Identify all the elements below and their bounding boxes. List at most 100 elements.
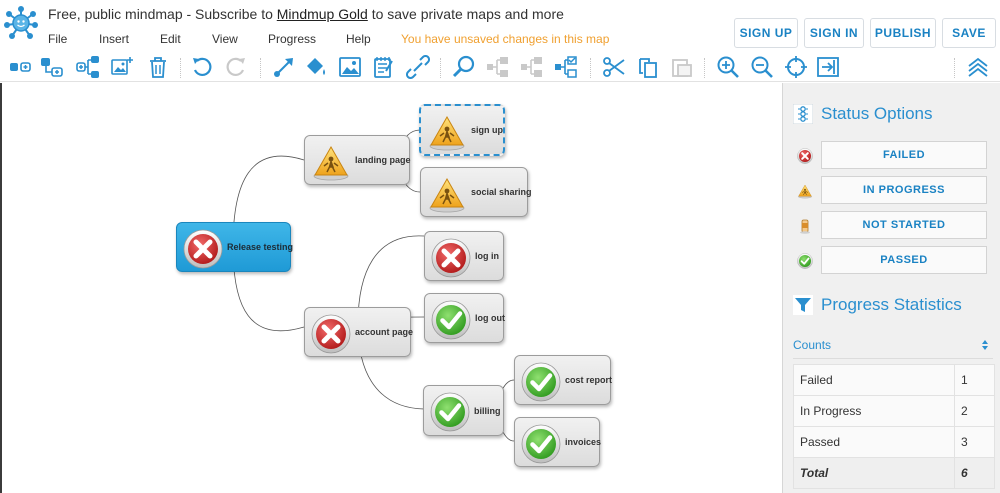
paint-bucket-icon[interactable] — [304, 55, 328, 79]
progress-stats-table: Failed 1 In Progress 2 Passed 3 Total 6 — [793, 364, 995, 489]
progress-statistics-title: Progress Statistics — [793, 293, 962, 317]
status-panel: Status Options FAILED IN PROGRESS NOT ST… — [782, 83, 1000, 493]
toolbar-separator — [440, 58, 441, 78]
canvas-left-edge — [0, 83, 2, 493]
sign-in-button[interactable]: SIGN IN — [804, 18, 864, 48]
table-row: Failed 1 — [793, 364, 995, 396]
counts-select[interactable]: Counts — [793, 331, 993, 359]
add-parent-icon[interactable] — [76, 55, 100, 79]
stat-label: Failed — [793, 364, 955, 396]
add-image-icon[interactable] — [110, 55, 134, 79]
node-label: Release testing — [227, 242, 294, 252]
status-passed-button[interactable]: PASSED — [821, 246, 987, 274]
toolbar-separator — [954, 58, 955, 78]
menu-view[interactable]: View — [212, 32, 238, 46]
toolbar-separator — [260, 58, 261, 78]
status-options-title: Status Options — [793, 102, 933, 126]
in-progress-status-icon — [311, 142, 351, 182]
redo-icon[interactable] — [224, 55, 248, 79]
total-value: 6 — [954, 457, 995, 489]
failed-status-icon — [431, 238, 471, 278]
collapse-toolbar-icon[interactable] — [966, 55, 990, 79]
mindmap-node-account-page[interactable]: account page — [304, 307, 413, 357]
status-clear-icon[interactable] — [520, 55, 544, 79]
mindmap-node-log-out[interactable]: log out — [424, 293, 505, 343]
failed-status-icon — [797, 148, 813, 164]
publish-button[interactable]: PUBLISH — [870, 18, 936, 48]
paste-icon[interactable] — [670, 55, 694, 79]
stat-value: 2 — [954, 395, 995, 427]
mindmap-node-release-testing[interactable]: Release testing — [176, 222, 294, 272]
delete-icon[interactable] — [146, 55, 170, 79]
add-child-icon[interactable] — [8, 55, 32, 79]
toolbar-separator — [180, 58, 181, 78]
mindmap-node-log-in[interactable]: log in — [424, 231, 504, 281]
app-header: Free, public mindmap - Subscribe to Mind… — [0, 0, 1000, 52]
menu-insert[interactable]: Insert — [99, 32, 130, 46]
menu-progress[interactable]: Progress — [268, 32, 317, 46]
save-button[interactable]: SAVE — [942, 18, 996, 48]
stat-value: 3 — [954, 426, 995, 458]
toolbar — [0, 52, 1000, 82]
mindmap-node-landing-page[interactable]: landing page — [304, 135, 411, 185]
toolbar-separator — [704, 58, 705, 78]
add-sibling-icon[interactable] — [40, 55, 64, 79]
copy-icon[interactable] — [636, 55, 660, 79]
status-failed-button[interactable]: FAILED — [821, 141, 987, 169]
search-icon[interactable] — [452, 55, 476, 79]
passed-status-icon — [797, 253, 813, 269]
node-label: sign up — [471, 125, 503, 135]
mindmap-node-cost-report[interactable]: cost report — [514, 355, 612, 405]
node-label: log in — [475, 251, 499, 261]
title-suffix: to save private maps and more — [367, 6, 564, 22]
counts-select-label: Counts — [793, 337, 832, 352]
node-label: log out — [475, 313, 505, 323]
mindmap-node-invoices[interactable]: invoices — [514, 417, 601, 467]
connect-icon[interactable] — [272, 55, 296, 79]
not-started-status-icon — [800, 219, 810, 234]
mindmap-canvas[interactable]: Release testing landing page sign up soc… — [0, 83, 782, 493]
status-not-started-button[interactable]: NOT STARTED — [821, 211, 987, 239]
in-progress-status-icon — [427, 112, 467, 152]
table-row-total: Total 6 — [793, 457, 995, 489]
edit-note-icon[interactable] — [372, 55, 396, 79]
passed-status-icon — [431, 300, 471, 340]
link-icon[interactable] — [405, 54, 431, 80]
undo-icon[interactable] — [190, 55, 214, 79]
mindmup-logo-icon[interactable] — [4, 6, 38, 40]
status-cycle-icon[interactable] — [486, 55, 510, 79]
status-options-icon — [793, 104, 813, 124]
export-icon[interactable] — [816, 55, 840, 79]
status-options-label: Status Options — [821, 104, 933, 123]
sign-up-button[interactable]: SIGN UP — [734, 18, 798, 48]
failed-status-icon — [311, 314, 351, 354]
in-progress-status-icon — [797, 184, 813, 199]
mindmap-node-social-sharing[interactable]: social sharing — [420, 167, 532, 217]
table-row: In Progress 2 — [793, 395, 995, 427]
table-row: Passed 3 — [793, 426, 995, 458]
zoom-in-icon[interactable] — [716, 55, 740, 79]
mindmap-node-sign-up[interactable]: sign up — [419, 104, 505, 156]
stat-label: In Progress — [793, 395, 955, 427]
mindmup-gold-link[interactable]: Mindmup Gold — [276, 6, 368, 22]
node-label: billing — [474, 405, 501, 416]
status-check-icon[interactable] — [554, 55, 578, 79]
menu-help[interactable]: Help — [346, 32, 371, 46]
reset-view-icon[interactable] — [784, 55, 808, 79]
status-in-progress-button[interactable]: IN PROGRESS — [821, 176, 987, 204]
mindmap-node-billing[interactable]: billing — [423, 385, 504, 436]
toolbar-separator — [590, 58, 591, 78]
unsaved-changes-notice: You have unsaved changes in this map — [401, 32, 610, 46]
cut-icon[interactable] — [602, 55, 626, 79]
node-label: landing page — [355, 155, 411, 165]
menu-edit[interactable]: Edit — [160, 32, 181, 46]
insert-image-icon[interactable] — [338, 55, 362, 79]
passed-status-icon — [430, 392, 470, 432]
filter-icon — [793, 295, 813, 315]
passed-status-icon — [521, 362, 561, 402]
menu-file[interactable]: File — [48, 32, 68, 46]
title-prefix: Free, public mindmap - Subscribe to — [48, 6, 277, 22]
zoom-out-icon[interactable] — [750, 55, 774, 79]
total-label: Total — [793, 457, 955, 489]
failed-status-icon — [183, 229, 223, 269]
